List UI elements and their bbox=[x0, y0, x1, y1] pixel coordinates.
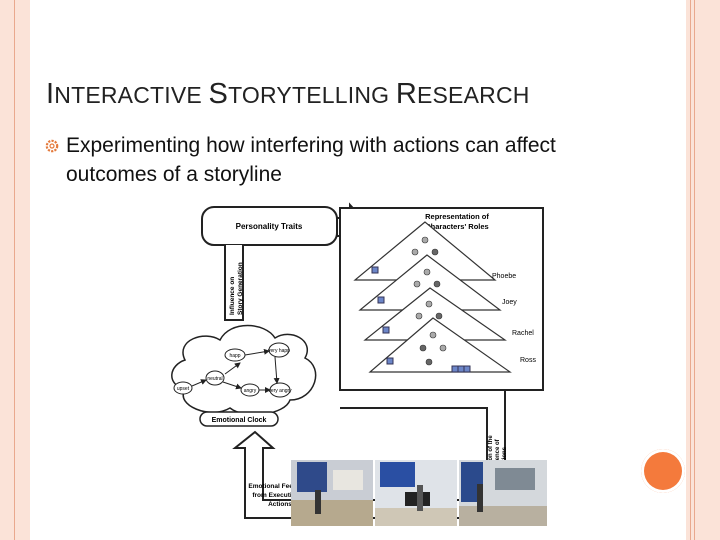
storytelling-diagram: Personality Traits Influence on Story Ge… bbox=[171, 202, 547, 526]
influence-label: Influence on Story Generation bbox=[229, 262, 244, 315]
emotional-clock-label: Emotional Clock bbox=[212, 417, 267, 424]
right-frame-line bbox=[690, 0, 691, 540]
emotion-nodes bbox=[173, 342, 291, 398]
left-frame-line bbox=[14, 0, 15, 540]
role-triangles bbox=[353, 221, 512, 373]
bullet-text: Experimenting how interfering with actio… bbox=[66, 134, 556, 186]
bullet-gear-icon bbox=[45, 139, 59, 153]
right-frame-line bbox=[694, 0, 695, 540]
svg-text:upset: upset bbox=[177, 386, 190, 392]
svg-text:Actions: Actions bbox=[502, 446, 508, 469]
svg-text:Influence on: Influence on bbox=[229, 277, 236, 315]
svg-text:very happ: very happ bbox=[268, 348, 290, 354]
right-frame-band bbox=[686, 0, 720, 540]
role-triangle-ross bbox=[368, 317, 512, 373]
emotion-labels: happ very happ neutral upset angry very … bbox=[177, 348, 292, 394]
slide-title: INTERACTIVE STORYTELLING RESEARCH bbox=[46, 78, 530, 110]
simulation-screenshots bbox=[291, 460, 547, 526]
svg-text:very angry: very angry bbox=[268, 388, 292, 394]
svg-text:Sequence of: Sequence of bbox=[495, 438, 501, 475]
emotional-clock-box bbox=[199, 411, 279, 427]
emotion-edges bbox=[191, 348, 280, 393]
role-tree-nodes bbox=[411, 236, 447, 366]
role-tree-leaves bbox=[371, 266, 471, 373]
svg-text:Generation of the: Generation of the bbox=[488, 435, 494, 485]
generation-label: Generation of the Sequence of Actions bbox=[488, 435, 508, 485]
feedback-label-1: Emotional Feedback bbox=[248, 483, 312, 490]
feedback-label-2: from Execution of bbox=[252, 492, 308, 499]
personality-traits-label: Personality Traits bbox=[236, 222, 303, 231]
left-frame-band bbox=[0, 0, 30, 540]
character-phoebe: Phoebe bbox=[492, 273, 516, 280]
character-joey: Joey bbox=[502, 299, 517, 306]
svg-text:angry: angry bbox=[244, 388, 257, 394]
influence-bar bbox=[224, 245, 244, 321]
character-rachel: Rachel bbox=[512, 330, 534, 337]
roles-title: Representation of bbox=[425, 212, 489, 221]
decorative-circle bbox=[641, 449, 685, 493]
svg-text:neutral: neutral bbox=[207, 376, 222, 382]
svg-text:Story Generation: Story Generation bbox=[237, 262, 244, 315]
svg-text:happ: happ bbox=[229, 353, 240, 359]
emotion-cloud bbox=[171, 324, 317, 416]
character-ross: Ross bbox=[520, 357, 536, 364]
roles-title-line2: Characters' Roles bbox=[425, 222, 488, 231]
feedback-label-3: Actions bbox=[268, 501, 292, 508]
